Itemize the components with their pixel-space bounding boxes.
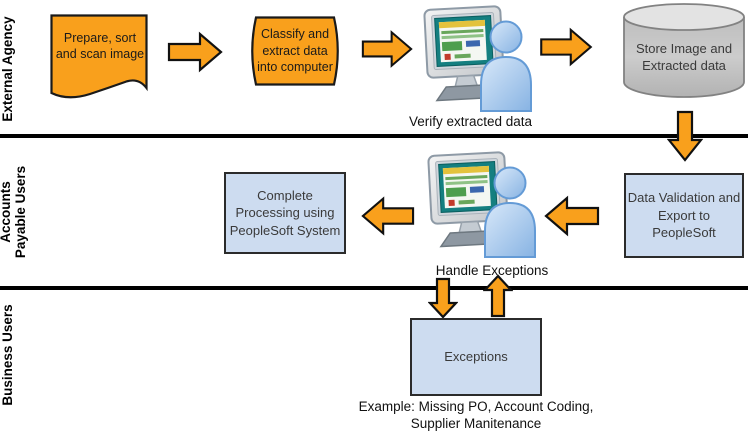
arrow-right-icon [540,27,593,67]
arrow-right-icon [167,31,223,73]
lane-label-accounts-payable-users: Accounts Payable Users [0,165,28,259]
arrow-left-icon [544,195,600,237]
data-validation-label: Data Validation and Export to PeopleSoft [627,190,741,241]
exceptions-box: Exceptions [410,318,542,396]
lane-divider-2 [0,286,748,290]
lane-divider-1 [0,134,748,138]
exceptions-label: Exceptions [444,349,508,365]
arrow-left-icon [361,196,415,236]
arrow-up-icon [483,274,513,318]
user-at-computer-icon [424,148,540,260]
arrow-down-icon [428,277,458,319]
store-image-label: Store Image and Extracted data [635,40,733,73]
lane-label-external-agency: External Agency [0,16,15,122]
arrow-right-icon [361,30,413,68]
prepare-sort-scan-label: Prepare, sort and scan image [55,30,145,62]
complete-processing-label: Complete Processing using PeopleSoft Sys… [229,187,341,238]
verify-extracted-data-label: Verify extracted data [408,114,533,129]
document-shape [50,14,148,99]
classify-extract-label: Classify and extract data into computer [257,27,333,75]
complete-processing-box: Complete Processing using PeopleSoft Sys… [224,172,346,254]
data-validation-box: Data Validation and Export to PeopleSoft [624,173,744,258]
barrel-shape [251,16,339,86]
database-cylinder [623,3,745,98]
user-at-computer-icon [420,4,536,112]
lane-label-business-users: Business Users [0,304,15,406]
handle-exceptions-label: Handle Exceptions [435,263,549,278]
arrow-down-icon [667,110,703,162]
exceptions-example-note: Example: Missing PO, Account Coding, Sup… [358,399,594,431]
